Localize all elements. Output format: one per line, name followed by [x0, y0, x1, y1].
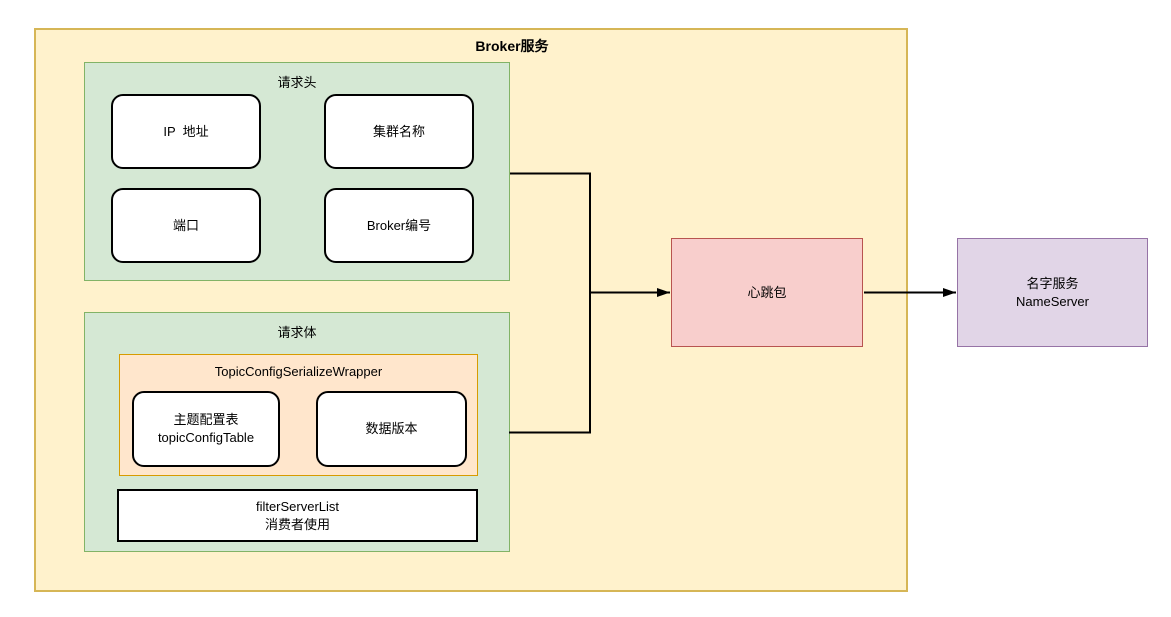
node-port-label: 端口 [172, 217, 199, 233]
topic-config-wrapper-group: TopicConfigSerializeWrapper 主题配置表 topicC… [119, 354, 478, 476]
node-topic-config-table-line1: 主题配置表 [173, 412, 239, 427]
request-header-group: 请求头 IP 地址 集群名称 端口 Broker编号 [84, 62, 510, 281]
request-header-label: 请求头 [277, 75, 317, 90]
node-data-version: 数据版本 [316, 391, 467, 467]
request-body-label: 请求体 [277, 325, 317, 340]
node-cluster-name-label: 集群名称 [372, 123, 425, 139]
node-heartbeat-label: 心跳包 [747, 284, 787, 300]
topic-config-wrapper-label: TopicConfigSerializeWrapper [214, 364, 383, 379]
node-port: 端口 [111, 188, 261, 263]
node-topic-config-table: 主题配置表 topicConfigTable [132, 391, 280, 467]
node-heartbeat: 心跳包 [671, 238, 863, 347]
node-nameserver: 名字服务 NameServer [957, 238, 1148, 347]
broker-service-title: Broker服务 [475, 38, 549, 54]
node-cluster-name: 集群名称 [324, 94, 474, 169]
node-filter-server-list-line2: 消费者使用 [264, 516, 330, 532]
node-broker-id: Broker编号 [324, 188, 474, 263]
node-nameserver-line2: NameServer [1016, 293, 1089, 309]
node-ip-address: IP 地址 [111, 94, 261, 169]
node-broker-id-label: Broker编号 [366, 217, 432, 233]
node-filter-server-list-line1: filterServerList [255, 498, 340, 514]
node-data-version-label: 数据版本 [365, 421, 418, 436]
node-topic-config-table-line2: topicConfigTable [157, 430, 255, 445]
node-ip-address-label: IP 地址 [163, 123, 209, 139]
request-body-group: 请求体 TopicConfigSerializeWrapper 主题配置表 to… [84, 312, 510, 552]
node-filter-server-list: filterServerList 消费者使用 [117, 489, 478, 542]
node-nameserver-line1: 名字服务 [1026, 275, 1079, 291]
